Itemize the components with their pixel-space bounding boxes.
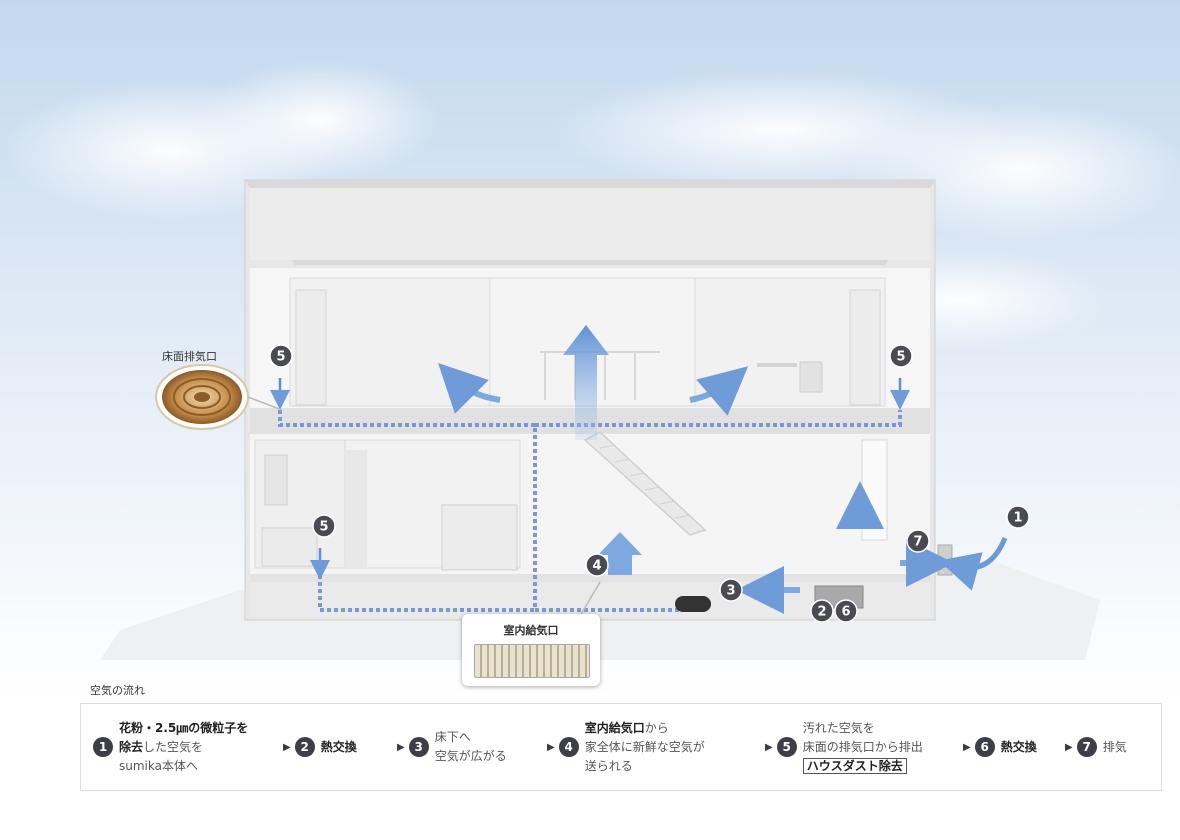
step-text: 熱交換 [320,739,357,754]
step-arrow-icon: ▶ [283,741,291,753]
step-badge-7: 7 [906,529,930,553]
step-text: 空気が広がる [434,749,507,763]
step-text: 室内給気口 [584,720,645,735]
step-text: 床下へ [434,730,471,744]
step-badge-1: 1 [1006,505,1030,529]
step-arrow-icon: ▶ [765,741,773,753]
step-number: 1 [93,737,113,757]
supply-air-arrow [598,532,642,575]
floor-exhaust-vent [155,364,283,430]
step-badge-number: 5 [896,350,905,365]
legend-step-3: ▶ 3 床下へ 空気が広がる [397,704,507,790]
legend-step-1: 1 花粉・2.5㎛の微粒子を 除去した空気を sumika本体へ [93,704,248,790]
indoor-supply-label: 室内給気口 [503,624,559,637]
step-arrow-icon: ▶ [1065,741,1073,753]
step-text: 家全体に新鮮な空気が [584,739,705,754]
step-text: 床面の排気口から排出 [802,739,923,754]
step-text: 汚れた空気を [802,720,875,735]
rising-air-arrow [563,325,609,440]
step-text: ハウスダスト除去 [802,757,907,774]
exhaust-arrows [270,378,910,580]
step-arrow-icon: ▶ [547,741,555,753]
cloud [200,60,440,180]
step-number: 6 [974,737,995,757]
outdoor-intake [937,544,953,576]
step-number: 3 [408,737,429,757]
step-text: sumika本体へ [119,758,198,773]
house-illustration: 床面排気口 5 5 5 4 3 26 7 1 [0,0,1180,700]
legend-step-7: ▶ 7 排気 [1065,704,1127,790]
step-number: 2 [294,737,315,757]
step-badge-number: 6 [841,605,850,620]
step-badge-5: 5 [889,344,913,368]
step-number: 5 [776,737,797,757]
step-badge-number: 2 [817,605,826,620]
step-text: 送られる [584,758,633,773]
step-badge-number: 4 [592,559,601,574]
legend-step-4: ▶ 4 室内給気口から 家全体に新鮮な空気が 送られる [547,704,705,790]
step-badge-number: 7 [913,535,922,550]
step-text: から [644,720,669,735]
airflow-legend: 1 花粉・2.5㎛の微粒子を 除去した空気を sumika本体へ ▶ 2 熱交換… [80,703,1162,791]
supply-grille-image [474,644,590,678]
step-number: 4 [558,737,579,757]
legend-step-2: ▶ 2 熱交換 [283,704,357,790]
step-text: した空気を [143,739,204,754]
step-arrow-icon: ▶ [397,741,405,753]
step-badge-number: 3 [726,584,735,599]
legend-step-5: ▶ 5 汚れた空気を 床面の排気口から排出 ハウスダスト除去 [765,704,923,790]
step-badge-2: 2 [810,599,834,623]
legend-step-6: ▶ 6 熱交換 [963,704,1037,790]
outdoor-air-arrow [938,537,1008,591]
air-duct [278,410,902,612]
step-text: 花粉・2.5㎛の微粒子を [119,720,249,735]
step-badge-5: 5 [269,344,293,368]
step-text: 熱交換 [1000,739,1037,754]
floor-exhaust-label: 床面排気口 [162,349,217,363]
supply-callout-line [579,581,601,617]
step-number: 7 [1076,737,1097,757]
step-badge-number: 1 [1013,511,1022,526]
indoor-supply-vent-callout: 室内給気口 [462,614,600,686]
step-badge-4: 4 [585,553,609,577]
step-arrow-icon: ▶ [963,741,971,753]
step-badge-number: 5 [276,350,285,365]
legend-title: 空気の流れ [90,684,145,697]
step-badge-6: 6 [834,599,858,623]
step-badge-number: 5 [319,520,328,535]
step-badge-3: 3 [719,578,743,602]
step-text: 排気 [1102,739,1127,754]
air-spread-arrows [438,363,954,614]
duct-junction [675,596,711,612]
step-text: 除去 [119,739,144,754]
step-badge-5: 5 [312,514,336,538]
